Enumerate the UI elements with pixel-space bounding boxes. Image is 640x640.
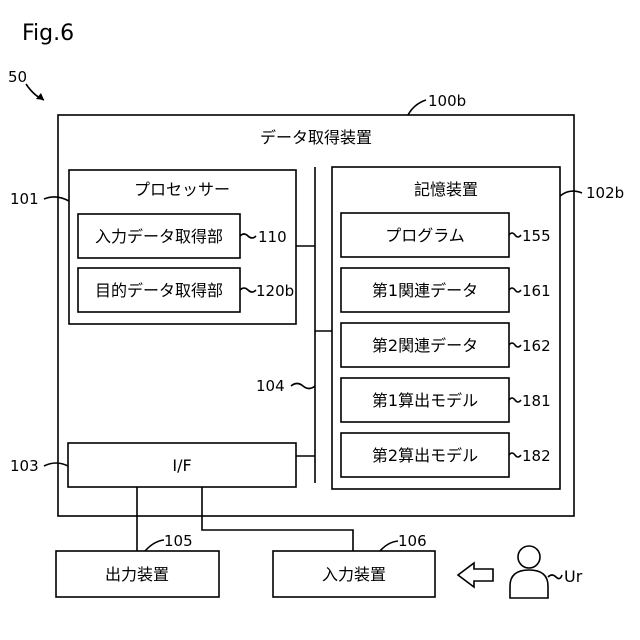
storage-title: 記憶装置: [414, 180, 478, 199]
ref-apparatus-leader: [408, 100, 426, 115]
target-data-acquisition-label: 目的データ取得部: [95, 281, 223, 300]
input-device-label: 入力装置: [322, 565, 386, 584]
storage-item-program-label: プログラム: [385, 226, 465, 245]
ref-user: Ur: [564, 567, 583, 586]
input-data-acquisition-label: 入力データ取得部: [95, 227, 223, 246]
ref-storage: 102b: [586, 184, 624, 202]
ref-155: 155: [522, 227, 551, 245]
apparatus-title: データ取得装置: [260, 128, 372, 147]
ref-apparatus: 100b: [428, 92, 466, 110]
ref-161: 161: [522, 282, 551, 300]
ref-processor: 101: [10, 190, 39, 208]
ref-110: 110: [258, 228, 287, 246]
storage-item-second-related-data-label: 第2関連データ: [372, 336, 478, 355]
hollow-arrow-icon: [458, 563, 493, 587]
interface-label: I/F: [172, 456, 191, 475]
figure-label: Fig.6: [22, 21, 74, 46]
ref-182: 182: [522, 447, 551, 465]
ref-120b: 120b: [256, 282, 294, 300]
ref-output-device: 105: [164, 532, 193, 550]
ref-input-device-leader: [380, 541, 398, 551]
ref-interface: 103: [10, 457, 39, 475]
ref-system: 50: [8, 68, 27, 86]
user-icon: [510, 546, 548, 598]
ref-user-leader: [548, 575, 562, 579]
ref-input-device: 106: [398, 532, 427, 550]
ref-bus: 104: [256, 377, 285, 395]
ref-output-device-leader: [145, 540, 164, 551]
ref-162: 162: [522, 337, 551, 355]
ref-181: 181: [522, 392, 551, 410]
storage-item-first-related-data-label: 第1関連データ: [372, 281, 478, 300]
storage-item-second-calculation-model-label: 第2算出モデル: [372, 446, 478, 465]
processor-title: プロセッサー: [134, 180, 230, 199]
output-device-label: 出力装置: [105, 565, 169, 584]
storage-item-first-calculation-model-label: 第1算出モデル: [372, 391, 478, 410]
